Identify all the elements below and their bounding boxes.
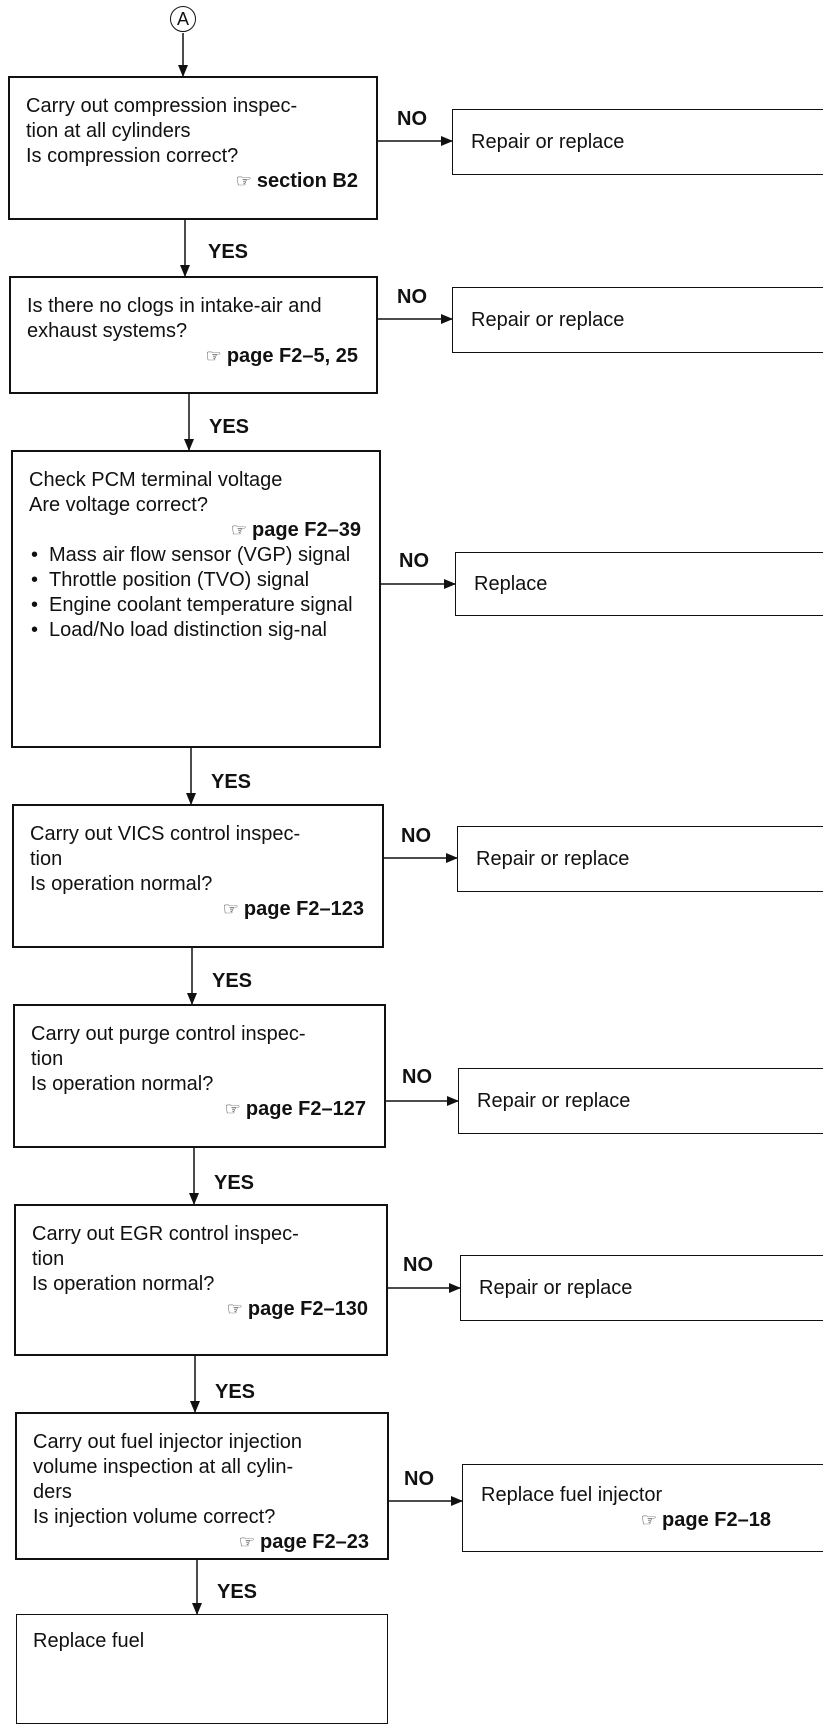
step-5-ref-text: page F2–127 bbox=[245, 1098, 366, 1120]
step-1-ref-text: section B2 bbox=[256, 170, 358, 192]
yes-label-1: YES bbox=[208, 241, 249, 263]
yes-label-6: YES bbox=[215, 1381, 256, 1403]
step-7-line-3: ders bbox=[33, 1481, 72, 1503]
step-2-ref-text: page F2–5, 25 bbox=[226, 345, 358, 367]
result-box-3: Replace bbox=[455, 552, 823, 616]
decision-box-3: Check PCM terminal voltage Are voltage c… bbox=[11, 450, 381, 748]
step-5-line-1: Carry out purge control inspec- bbox=[31, 1023, 306, 1045]
no-label-7: NO bbox=[404, 1468, 434, 1490]
pointing-hand-icon: ☞ bbox=[230, 520, 247, 540]
step-1-line-3: Is compression correct? bbox=[26, 145, 239, 167]
pointing-hand-icon: ☞ bbox=[222, 899, 239, 919]
result-2-text: Repair or replace bbox=[471, 308, 625, 331]
yes-label-7: YES bbox=[217, 1581, 258, 1603]
result-7-text: Replace fuel injector bbox=[481, 1484, 663, 1506]
step-6-ref-text: page F2–130 bbox=[247, 1298, 368, 1320]
step-6-reference: ☞page F2–130 bbox=[32, 1297, 372, 1322]
pointing-hand-icon: ☞ bbox=[224, 1099, 241, 1119]
step-1-line-2: tion at all cylinders bbox=[26, 120, 191, 142]
step-3-bullet-2: Throttle position (TVO) signal bbox=[29, 568, 365, 593]
step-6-line-3: Is operation normal? bbox=[32, 1273, 215, 1295]
step-3-bullet-1: Mass air flow sensor (VGP) signal bbox=[29, 543, 365, 568]
step-3-bullet-4: Load/No load distinction sig-nal bbox=[29, 618, 365, 643]
step-6-line-2: tion bbox=[32, 1248, 65, 1270]
decision-box-5: Carry out purge control inspec- tion Is … bbox=[13, 1004, 386, 1148]
step-3-bullet-3: Engine coolant temperature signal bbox=[29, 593, 365, 618]
pointing-hand-icon: ☞ bbox=[640, 1510, 657, 1530]
step-4-line-3: Is operation normal? bbox=[30, 873, 213, 895]
step-4-line-2: tion bbox=[30, 848, 63, 870]
result-1-text: Repair or replace bbox=[471, 130, 625, 153]
yes-label-3: YES bbox=[211, 771, 252, 793]
result-6-text: Repair or replace bbox=[479, 1276, 633, 1299]
decision-box-6: Carry out EGR control inspec- tion Is op… bbox=[14, 1204, 388, 1356]
step-2-line-1: Is there no clogs in intake-air and bbox=[27, 295, 322, 317]
result-box-6: Repair or replace bbox=[460, 1255, 823, 1321]
no-label-4: NO bbox=[401, 825, 431, 847]
step-1-reference: ☞section B2 bbox=[26, 169, 362, 194]
pointing-hand-icon: ☞ bbox=[205, 346, 222, 366]
no-label-2: NO bbox=[397, 286, 427, 308]
step-1-line-1: Carry out compression inspec- bbox=[26, 95, 298, 117]
no-label-5: NO bbox=[402, 1066, 432, 1088]
step-7-reference: ☞page F2–23 bbox=[33, 1530, 373, 1555]
result-box-4: Repair or replace bbox=[457, 826, 823, 892]
no-label-1: NO bbox=[397, 108, 427, 130]
yes-label-5: YES bbox=[214, 1172, 255, 1194]
step-3-line-1: Check PCM terminal voltage bbox=[29, 469, 283, 491]
connector-a: A bbox=[170, 6, 196, 32]
final-text: Replace fuel bbox=[33, 1630, 145, 1652]
step-7-line-2: volume inspection at all cylin- bbox=[33, 1456, 294, 1478]
no-label-6: NO bbox=[403, 1254, 433, 1276]
result-7-ref-text: page F2–18 bbox=[662, 1509, 771, 1531]
result-box-5: Repair or replace bbox=[458, 1068, 823, 1134]
step-3-line-2: Are voltage correct? bbox=[29, 494, 208, 516]
step-2-reference: ☞page F2–5, 25 bbox=[27, 344, 362, 369]
step-6-line-1: Carry out EGR control inspec- bbox=[32, 1223, 299, 1245]
result-7-reference: ☞page F2–18 bbox=[481, 1508, 823, 1533]
result-box-2: Repair or replace bbox=[452, 287, 823, 353]
step-5-reference: ☞page F2–127 bbox=[31, 1097, 370, 1122]
decision-box-4: Carry out VICS control inspec- tion Is o… bbox=[12, 804, 384, 948]
step-5-line-3: Is operation normal? bbox=[31, 1073, 214, 1095]
step-3-reference: ☞page F2–39 bbox=[29, 518, 365, 543]
final-box: Replace fuel bbox=[16, 1614, 388, 1724]
no-label-3: NO bbox=[399, 550, 429, 572]
result-3-text: Replace bbox=[474, 572, 548, 595]
decision-box-7: Carry out fuel injector injection volume… bbox=[15, 1412, 389, 1560]
yes-label-4: YES bbox=[212, 970, 253, 992]
decision-box-1: Carry out compression inspec- tion at al… bbox=[8, 76, 378, 220]
pointing-hand-icon: ☞ bbox=[238, 1532, 255, 1552]
step-4-reference: ☞page F2–123 bbox=[30, 897, 368, 922]
pointing-hand-icon: ☞ bbox=[226, 1299, 243, 1319]
result-box-1: Repair or replace bbox=[452, 109, 823, 175]
step-4-line-1: Carry out VICS control inspec- bbox=[30, 823, 301, 845]
step-5-line-2: tion bbox=[31, 1048, 64, 1070]
yes-label-2: YES bbox=[209, 416, 250, 438]
step-4-ref-text: page F2–123 bbox=[243, 898, 364, 920]
result-5-text: Repair or replace bbox=[477, 1089, 631, 1112]
decision-box-2: Is there no clogs in intake-air and exha… bbox=[9, 276, 378, 394]
step-2-line-2: exhaust systems? bbox=[27, 320, 188, 342]
step-7-line-4: Is injection volume correct? bbox=[33, 1506, 276, 1528]
pointing-hand-icon: ☞ bbox=[235, 171, 252, 191]
result-box-7: Replace fuel injector ☞page F2–18 bbox=[462, 1464, 823, 1552]
step-7-line-1: Carry out fuel injector injection bbox=[33, 1431, 303, 1453]
result-4-text: Repair or replace bbox=[476, 847, 630, 870]
step-3-ref-text: page F2–39 bbox=[252, 519, 361, 541]
step-7-ref-text: page F2–23 bbox=[260, 1531, 369, 1553]
